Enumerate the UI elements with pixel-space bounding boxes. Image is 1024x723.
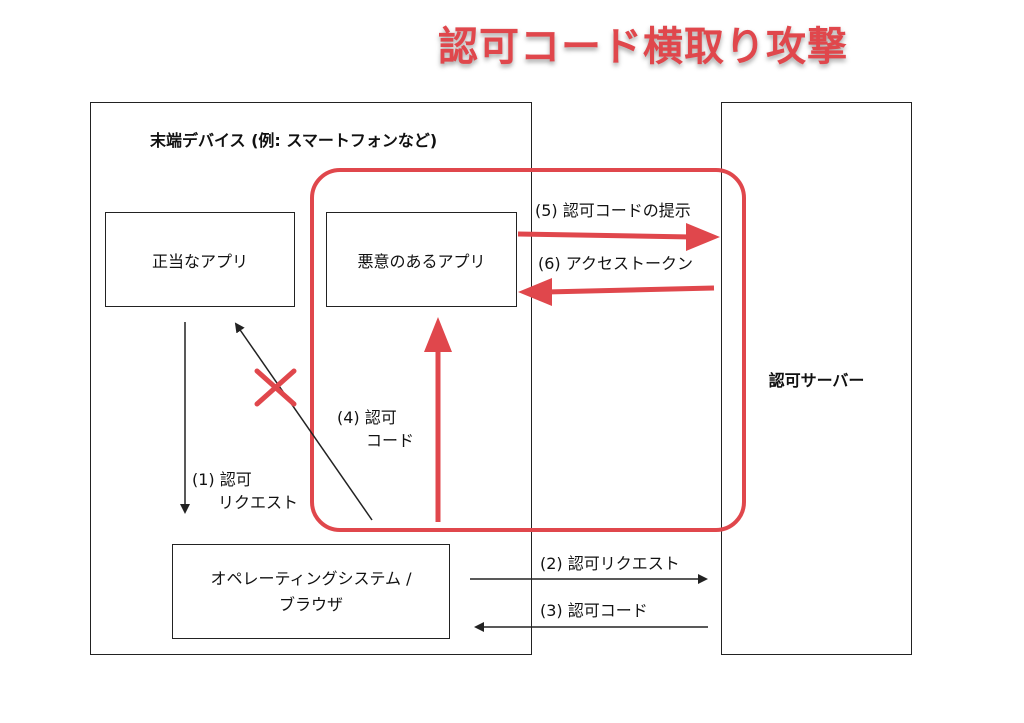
blocked-x-icon	[254, 368, 297, 407]
authorization-server-box: 認可サーバー	[721, 102, 912, 655]
arrow-step4-intercept	[424, 317, 452, 522]
arrow-blocked-to-legit	[234, 322, 373, 521]
attack-highlight-frame	[310, 168, 746, 532]
step1-label-line1: (1) 認可	[192, 470, 252, 489]
legit-app-label: 正当なアプリ	[151, 251, 248, 271]
diagram-title: 認可コード横取り攻撃	[438, 24, 848, 70]
step4-label-line1: (4) 認可	[337, 408, 397, 427]
arrow-step5	[517, 223, 720, 251]
step3-label: (3) 認可コード	[540, 601, 648, 620]
os-browser-label-line1: オペレーティングシステム /	[210, 568, 412, 588]
authorization-server-label: 認可サーバー	[768, 370, 865, 390]
step2-label: (2) 認可リクエスト	[540, 554, 680, 573]
arrow-step6	[518, 278, 715, 306]
malicious-app-box: 悪意のあるアプリ	[326, 212, 517, 307]
step5-label: (5) 認可コードの提示	[535, 201, 691, 220]
step6-label: (6) アクセストークン	[538, 254, 693, 273]
os-browser-label-line2: ブラウザ	[278, 594, 343, 614]
step4-label-line2: コード	[366, 431, 415, 450]
malicious-app-label: 悪意のあるアプリ	[357, 251, 486, 271]
device-box-label: 末端デバイス (例: スマートフォンなど)	[150, 131, 438, 150]
os-browser-box: オペレーティングシステム / ブラウザ	[172, 544, 450, 639]
step1-label-line2: リクエスト	[218, 493, 299, 512]
legit-app-box: 正当なアプリ	[105, 212, 295, 307]
